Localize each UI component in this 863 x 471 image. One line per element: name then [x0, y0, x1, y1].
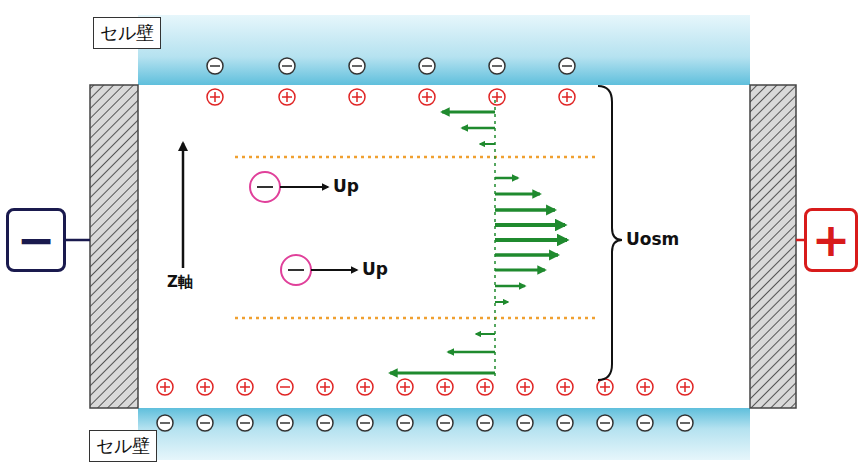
wall-label-box: セル壁 — [93, 17, 161, 49]
flow-velocity-arrow — [390, 112, 567, 373]
cathode-box: − — [6, 208, 66, 272]
cell-wall — [138, 15, 750, 85]
wire — [796, 239, 804, 242]
box-text: − — [17, 217, 56, 263]
counter-ion-plus — [157, 379, 693, 395]
electrode-plate — [90, 85, 138, 408]
velocity-label: Up — [333, 176, 359, 196]
velocity-label: Up — [362, 259, 388, 279]
brace — [598, 86, 622, 380]
anode-box: + — [804, 208, 858, 272]
counter-ion-plus — [207, 89, 575, 105]
wire — [66, 239, 90, 242]
cell-wall — [138, 408, 750, 460]
wall-charge-minus — [157, 415, 693, 431]
electrode-plate — [750, 85, 796, 408]
wall-label-box: セル壁 — [89, 430, 157, 462]
z-axis-arrow — [182, 143, 185, 268]
double-layer-boundary — [235, 317, 595, 320]
velocity-label: Uosm — [626, 229, 679, 249]
co-ion-minus — [277, 379, 293, 395]
profile-axis — [494, 100, 496, 380]
axis-label: Z軸 — [167, 273, 193, 292]
double-layer-boundary — [235, 156, 595, 159]
box-text: セル壁 — [100, 24, 154, 42]
box-text: + — [812, 217, 851, 263]
wall-charge-minus — [207, 58, 575, 74]
box-text: セル壁 — [96, 437, 150, 455]
